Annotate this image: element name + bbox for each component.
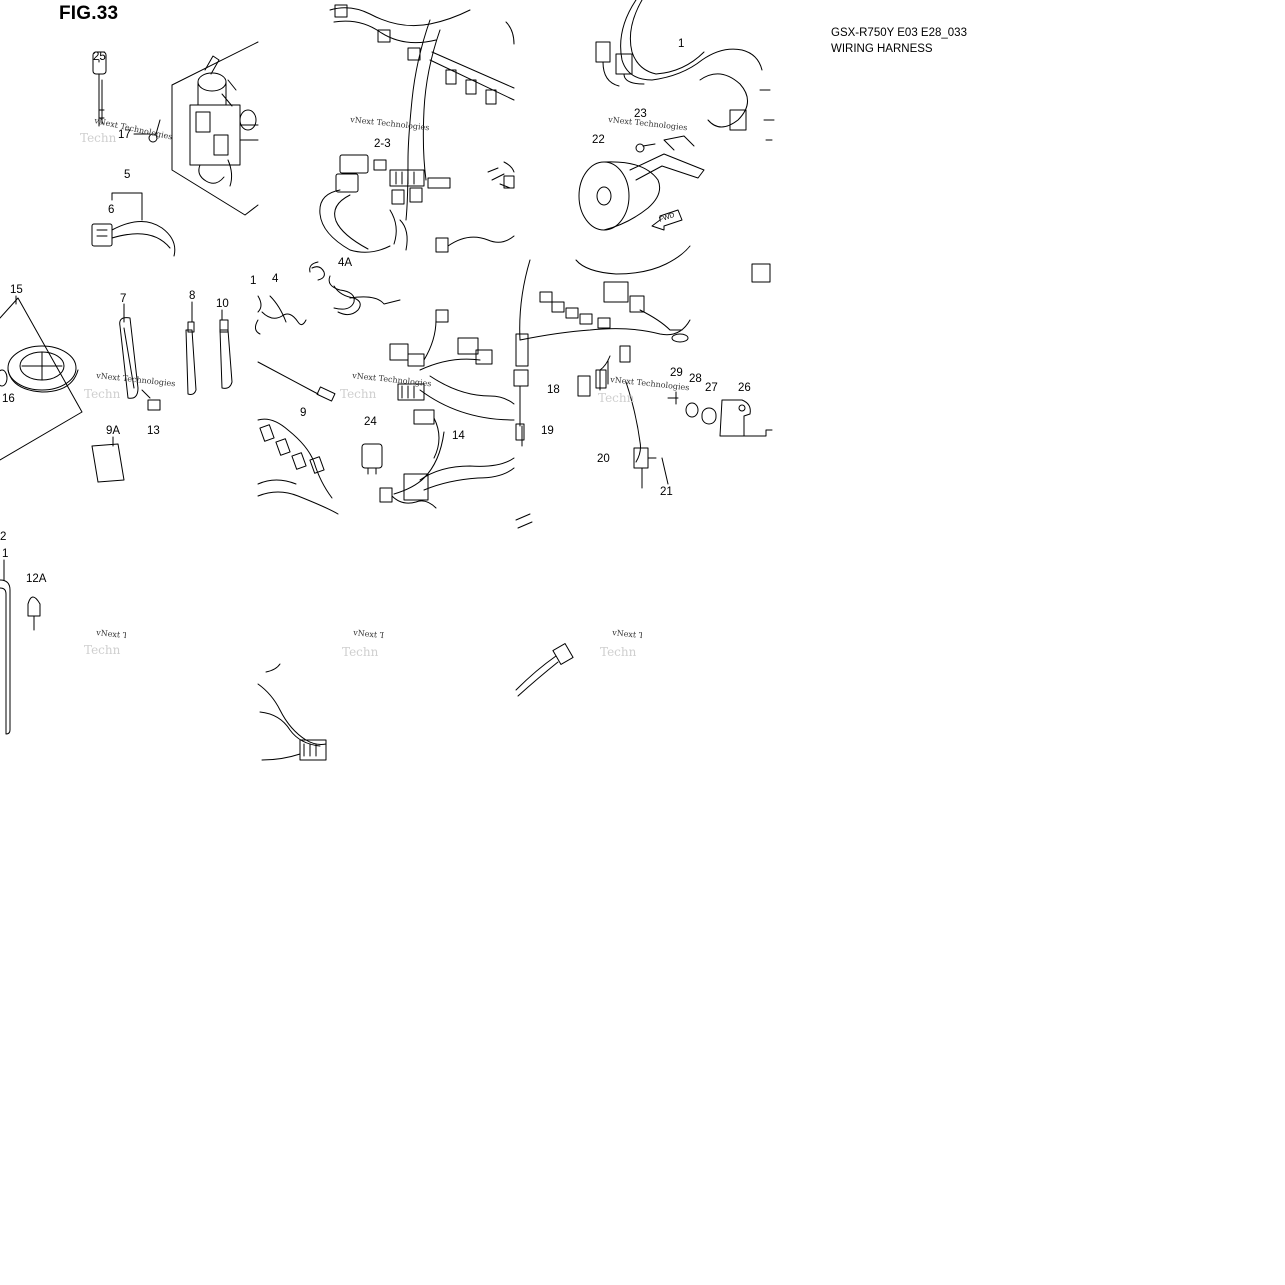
watermark-h: vNext Technologies bbox=[352, 628, 433, 645]
callout-4: 4 bbox=[272, 273, 279, 285]
callout-8: 8 bbox=[189, 290, 195, 302]
callout-2-3: 2-3 bbox=[374, 138, 391, 150]
fuel-cap-gasket-16 bbox=[0, 369, 8, 387]
harness-horn-tile bbox=[578, 0, 775, 231]
callout-10: 10 bbox=[216, 298, 229, 310]
watermark-i: vNext Technologies bbox=[611, 628, 692, 645]
watermark-row-g: vNext Technologies Techn vNext Technolog… bbox=[84, 628, 692, 659]
callout-26: 26 bbox=[738, 382, 751, 394]
callout-13: 13 bbox=[147, 425, 160, 437]
callout-2: 2 bbox=[0, 531, 6, 543]
callout-28: 28 bbox=[689, 373, 702, 385]
clamp-10 bbox=[219, 329, 233, 389]
callout-9: 9 bbox=[300, 407, 306, 419]
model-code: GSX-R750Y E03 E28_033 bbox=[831, 27, 967, 39]
watermark-e-ghost: Techn bbox=[340, 387, 377, 401]
callout-22: 22 bbox=[592, 134, 605, 146]
callout-4A: 4A bbox=[338, 257, 352, 269]
clip-12A bbox=[27, 596, 41, 617]
callout-20: 20 bbox=[597, 453, 610, 465]
connector-lead bbox=[552, 643, 574, 665]
figure-title: FIG.33 bbox=[59, 3, 119, 24]
bolt-23 bbox=[635, 143, 656, 153]
harness-top-tile bbox=[319, 4, 515, 253]
clamp-8 bbox=[185, 329, 197, 395]
screw-17 bbox=[148, 119, 161, 143]
ignition-switch bbox=[189, 55, 259, 187]
bracket-7 bbox=[119, 317, 139, 399]
ignition-key bbox=[92, 51, 107, 127]
fuel-cap-tile bbox=[0, 295, 233, 483]
lead-wire-tile bbox=[515, 513, 574, 697]
fwd-arrow-icon bbox=[651, 209, 683, 231]
section-name: WIRING HARNESS bbox=[831, 43, 933, 55]
callout-1: 1 bbox=[678, 38, 684, 50]
callout-15: 15 bbox=[10, 284, 23, 296]
fwd-label: FWD bbox=[658, 212, 675, 224]
callout-23: 23 bbox=[634, 108, 647, 120]
watermark-f-ghost: Techn bbox=[598, 391, 635, 405]
figure-info: GSX-R750Y E03 E28_033 WIRING HARNESS bbox=[831, 25, 967, 57]
watermark-a-ghost: Techn bbox=[80, 131, 117, 145]
callout-12A: 12A bbox=[26, 573, 47, 585]
connector-lower bbox=[299, 739, 327, 761]
callout-6: 6 bbox=[108, 204, 114, 216]
watermark-d: vNext Technologies bbox=[95, 371, 176, 388]
relay-24 bbox=[361, 443, 383, 469]
callout-16: 16 bbox=[2, 393, 15, 405]
callout-7: 7 bbox=[120, 293, 126, 305]
callout-29: 29 bbox=[670, 367, 683, 379]
harness-mid-tile bbox=[254, 261, 515, 515]
callout-1-mid: 1 bbox=[250, 275, 256, 287]
callout-24: 24 bbox=[364, 416, 377, 428]
fuel-cap-box bbox=[0, 297, 83, 461]
callout-labels: 25 17 5 6 2-3 1 23 22 15 16 7 13 8 10 9A… bbox=[0, 38, 751, 585]
ignition-key-tile bbox=[91, 41, 259, 257]
watermark-c: vNext Technologies bbox=[607, 115, 688, 132]
connector-6 bbox=[91, 221, 176, 257]
watermark-e: vNext Technologies bbox=[351, 371, 432, 388]
callout-21: 21 bbox=[660, 486, 673, 498]
callout-17: 17 bbox=[118, 129, 131, 141]
sensor-20 bbox=[633, 447, 649, 469]
sensor-tile bbox=[513, 245, 773, 489]
sensor-26 bbox=[719, 399, 751, 437]
callout-18: 18 bbox=[547, 384, 560, 396]
horn-22 bbox=[578, 135, 705, 231]
callout-25: 25 bbox=[93, 51, 106, 63]
callout-14: 14 bbox=[452, 430, 465, 442]
bolt-13 bbox=[141, 389, 161, 411]
callout-27: 27 bbox=[705, 382, 718, 394]
watermark-h-ghost: Techn bbox=[342, 645, 379, 659]
callout-5: 5 bbox=[124, 169, 130, 181]
fuel-cap-15 bbox=[7, 345, 79, 393]
watermark-g-ghost: Techn bbox=[84, 643, 121, 657]
ignition-box bbox=[171, 41, 259, 216]
watermark-d-ghost: Techn bbox=[84, 387, 121, 401]
cable-tie-tile bbox=[0, 559, 41, 735]
plate-9A bbox=[91, 443, 125, 483]
callout-1-low: 1 bbox=[2, 548, 8, 560]
watermark-i-ghost: Techn bbox=[600, 645, 637, 659]
harness-lower-tile bbox=[257, 663, 327, 761]
watermark-b: vNext Technologies bbox=[349, 115, 430, 132]
callout-9A: 9A bbox=[106, 425, 120, 437]
callout-19: 19 bbox=[541, 425, 554, 437]
